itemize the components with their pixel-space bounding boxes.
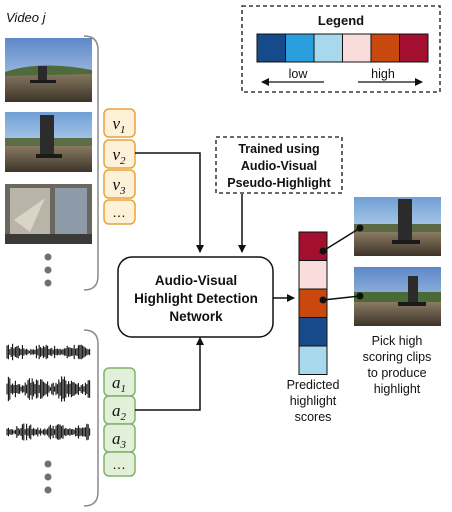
audio-more-dots	[44, 460, 52, 494]
pseudo-highlight-line-3: Pseudo-Highlight	[227, 176, 331, 190]
network-label-line-1: Audio-Visual	[155, 273, 237, 288]
svg-text:a2: a2	[112, 401, 127, 423]
pick-caption-line-4: highlight	[374, 382, 421, 396]
legend-high-label: high	[371, 67, 395, 81]
audio-token-2: a2	[103, 395, 136, 425]
score-cell	[298, 345, 328, 375]
highlight-frame-2	[354, 267, 441, 326]
score-cell	[298, 231, 328, 261]
legend-low-label: low	[289, 67, 309, 81]
audio-waveform	[6, 343, 91, 361]
pseudo-highlight-line-2: Audio-Visual	[241, 159, 317, 173]
pick-caption-line-2: scoring clips	[363, 350, 432, 364]
scores-caption-line-3: scores	[295, 410, 332, 424]
svg-text:a3: a3	[112, 429, 127, 451]
video-frame-1	[5, 38, 92, 102]
audio-waveform	[6, 376, 91, 402]
audio-token-more: …	[103, 451, 136, 477]
audio-waveform	[6, 423, 91, 441]
highlight-detection-network-box	[117, 256, 274, 338]
visual-token-1: v1	[103, 108, 136, 138]
svg-text:v2: v2	[112, 145, 126, 167]
svg-text:…: …	[112, 456, 126, 472]
pick-caption-line-1: Pick high	[372, 334, 423, 348]
legend-swatch	[256, 33, 286, 63]
highlight-connector-1	[319, 224, 364, 255]
highlight-frame-1	[354, 197, 441, 256]
video-frame-3	[5, 184, 92, 244]
video-more-dots	[44, 253, 52, 287]
video-frame-2	[5, 112, 92, 172]
scores-caption-line-2: highlight	[290, 394, 337, 408]
pick-caption-line-3: to produce	[367, 366, 426, 380]
visual-to-network-arrow	[135, 152, 204, 253]
audio-to-network-arrow	[135, 337, 204, 411]
pseudo-highlight-line-1: Trained using	[238, 142, 319, 156]
video-label: Video j	[6, 10, 47, 25]
network-label-line-3: Network	[169, 309, 223, 324]
legend-swatch	[399, 33, 429, 63]
audio-waveforms	[6, 343, 91, 441]
visual-token-more: …	[103, 199, 136, 225]
highlight-connector-2	[319, 292, 364, 304]
svg-text:v1: v1	[112, 114, 125, 136]
legend-swatch	[370, 33, 400, 63]
legend-color-scale	[256, 33, 429, 63]
legend-swatch	[342, 33, 372, 63]
audio-token-1: a1	[103, 367, 136, 397]
score-cell	[298, 317, 328, 347]
legend-title: Legend	[318, 13, 364, 28]
audio-token-3: a3	[103, 423, 136, 453]
legend-swatch	[285, 33, 315, 63]
legend-swatch	[313, 33, 343, 63]
score-cell	[298, 260, 328, 290]
audio-bracket	[83, 329, 99, 507]
visual-token-3: v3	[103, 169, 136, 199]
svg-text:v3: v3	[112, 175, 126, 197]
predicted-score-column	[298, 231, 328, 375]
pseudo-highlight-box	[215, 136, 343, 194]
scores-caption-line-1: Predicted	[287, 378, 340, 392]
visual-token-2: v2	[103, 139, 136, 169]
network-label-line-2: Highlight Detection	[134, 291, 258, 306]
svg-text:a1: a1	[112, 373, 126, 395]
svg-text:…: …	[112, 204, 126, 220]
video-bracket	[83, 35, 99, 291]
